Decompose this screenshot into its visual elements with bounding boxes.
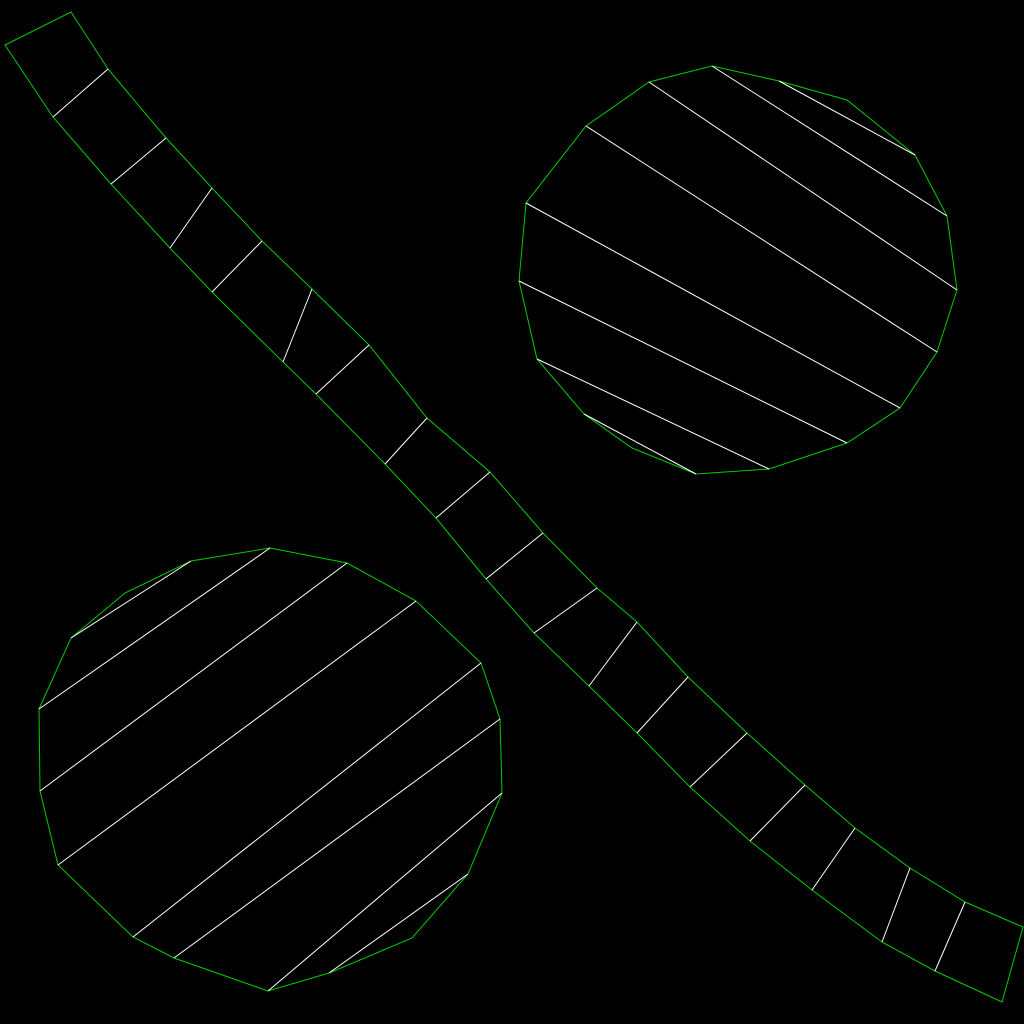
band-divider xyxy=(811,827,856,891)
bottom-left-disc xyxy=(38,547,503,992)
band-divider xyxy=(435,471,491,519)
band-divider xyxy=(689,732,748,788)
hatch-line xyxy=(778,80,916,156)
hatch-line xyxy=(267,792,503,992)
band-divider xyxy=(881,867,911,943)
hatch-line xyxy=(57,600,417,866)
band-divider xyxy=(315,344,370,395)
band-divider xyxy=(485,532,544,580)
band-divider xyxy=(110,137,167,185)
band-divider xyxy=(169,187,213,249)
disc-hatching xyxy=(38,547,503,992)
hatch-line xyxy=(132,662,482,938)
top-right-disc xyxy=(518,65,958,475)
disc-outline xyxy=(518,65,958,475)
hatch-line xyxy=(70,560,192,639)
hatch-line xyxy=(39,562,348,792)
band-divider xyxy=(934,901,966,972)
band-divider xyxy=(749,784,806,842)
band-divider xyxy=(282,288,313,363)
hatch-line xyxy=(585,125,938,353)
band-divider xyxy=(533,587,598,634)
hatch-line xyxy=(583,413,697,475)
band-dividers xyxy=(52,68,966,972)
hatch-line xyxy=(173,718,501,959)
band-divider xyxy=(52,68,109,118)
hatch-line xyxy=(536,358,770,470)
band-outline xyxy=(4,11,1024,1003)
disc-hatching xyxy=(518,65,958,475)
hatch-line xyxy=(38,547,271,710)
band-divider xyxy=(211,240,263,293)
hatch-line xyxy=(518,280,848,444)
segmented-band xyxy=(4,11,1024,1003)
hatch-line xyxy=(328,873,469,974)
band-divider xyxy=(588,621,638,687)
band-divider xyxy=(384,417,428,465)
hatch-line xyxy=(525,202,901,409)
hatch-line xyxy=(711,65,948,217)
hatch-line xyxy=(648,81,958,291)
band-divider xyxy=(636,676,689,734)
